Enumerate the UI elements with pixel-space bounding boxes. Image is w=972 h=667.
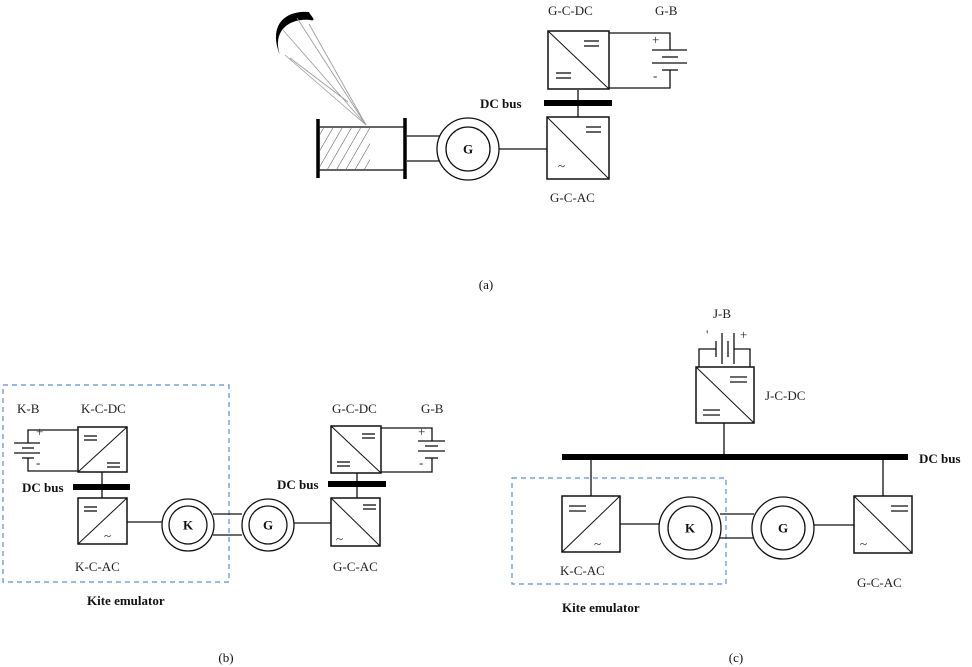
gen-converter-ac-c: ~ [853, 495, 913, 554]
gen-converter-ac-label: G-C-AC [550, 190, 595, 205]
gen-converter-dc-a [547, 30, 610, 90]
gen-converter-ac-label-c: G-C-AC [857, 575, 902, 590]
svg-text:-: - [419, 455, 423, 470]
kite-machine-b: K [161, 498, 215, 552]
kite-dc-bus-label: DC bus [22, 480, 64, 495]
gen-converter-ac-a: ~ [546, 116, 610, 180]
panel-b: K-B K-C-DC + - DC bus [2, 384, 445, 665]
tether-drum [316, 118, 440, 179]
gen-converter-dc-label-b: G-C-DC [332, 401, 377, 416]
kite-emulator-boundary-c [511, 477, 727, 585]
svg-text:~: ~ [558, 158, 565, 173]
joint-converter-dc [695, 366, 755, 424]
kite-battery-label: K-B [17, 401, 40, 416]
caption-a: (a) [479, 277, 493, 292]
gen-converter-ac-b: ~ [330, 497, 381, 547]
svg-text:~: ~ [860, 536, 867, 551]
gen-dc-bus-label-b: DC bus [277, 477, 319, 492]
kite-icon [276, 11, 367, 126]
gen-dc-bus-bar-b [328, 481, 386, 487]
svg-text:~: ~ [594, 536, 601, 551]
gen-battery-label: G-B [655, 3, 678, 18]
kite-converter-dc-b [77, 426, 128, 473]
generator-c: G [751, 496, 815, 560]
kite-converter-dc-label: K-C-DC [81, 401, 126, 416]
caption-c: (c) [729, 650, 743, 665]
svg-text:+: + [418, 424, 425, 439]
kite-converter-ac-c: ~ [561, 495, 621, 553]
svg-text:~: ~ [104, 528, 111, 543]
svg-text:': ' [706, 327, 708, 342]
gen-converter-dc-b [330, 425, 382, 474]
gen-battery-label-b: G-B [421, 401, 444, 416]
generator-b: G [241, 498, 295, 552]
joint-converter-dc-label: J-C-DC [765, 388, 805, 403]
svg-text:-: - [36, 455, 40, 470]
svg-text:~: ~ [336, 531, 343, 546]
dc-bus-bar-c [562, 454, 908, 460]
dc-bus-label-c: DC bus [919, 451, 961, 466]
svg-text:+: + [740, 327, 747, 342]
dc-bus-label: DC bus [480, 96, 522, 111]
kite-emulator-label-c: Kite emulator [562, 600, 640, 615]
gen-converter-ac-label-b: G-C-AC [333, 559, 378, 574]
gen-converter-dc-label: G-C-DC [548, 3, 593, 18]
svg-text:G: G [263, 518, 273, 533]
generator-label: G [463, 142, 473, 157]
caption-b: (b) [218, 650, 233, 665]
kite-converter-ac-label: K-C-AC [75, 559, 120, 574]
svg-text:+: + [652, 32, 659, 47]
gen-battery-icon-b: + - [381, 424, 445, 473]
panel-a: G ~ DC bus G-C-DC G-B G-C-AC [276, 3, 687, 292]
kite-converter-ac-b: ~ [77, 497, 128, 545]
generator-a: G [436, 117, 500, 181]
kite-emulator-label-b: Kite emulator [87, 593, 165, 608]
dc-bus-bar-a [544, 100, 612, 106]
panel-c: J-B ' + J-C-DC DC bus [511, 306, 961, 665]
svg-text:K: K [183, 518, 194, 533]
joint-battery-icon: ' + [698, 327, 751, 367]
kite-battery-icon: + - [14, 424, 78, 472]
svg-text:K: K [685, 521, 696, 536]
joint-battery-label: J-B [713, 306, 731, 321]
kite-machine-c: K [658, 496, 722, 560]
svg-text:G: G [778, 521, 788, 536]
kite-converter-ac-label-c: K-C-AC [560, 563, 605, 578]
svg-text:-: - [653, 68, 657, 83]
svg-text:+: + [36, 424, 43, 439]
kite-dc-bus-bar [73, 484, 130, 490]
kite-emulator-boundary-b [2, 384, 230, 583]
battery-icon: + - [609, 32, 687, 89]
